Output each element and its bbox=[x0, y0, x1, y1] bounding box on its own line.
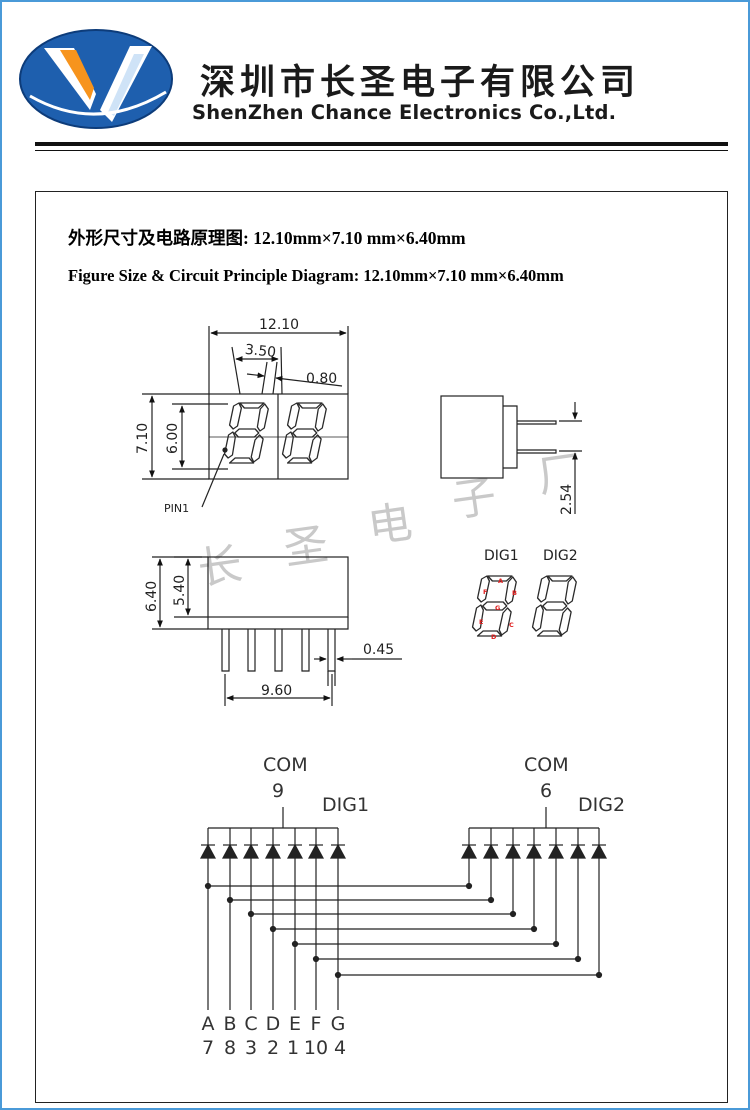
dig1-diodes bbox=[199, 828, 347, 1010]
watermark-char: 长 bbox=[195, 539, 246, 596]
segment-letter-f: F bbox=[483, 588, 487, 596]
company-name-en: ShenZhen Chance Electronics Co.,Ltd. bbox=[192, 101, 617, 124]
segment-letter-a: A bbox=[498, 577, 503, 585]
dim-pin-width: 0.45 bbox=[363, 642, 394, 658]
segment-pin-labels: A B C D E F G 7 8 3 2 1 10 4 bbox=[202, 1013, 347, 1059]
segment-label-g: G bbox=[331, 1013, 346, 1035]
dim-height: 7.10 bbox=[135, 423, 151, 454]
pin-number-b: 8 bbox=[224, 1037, 236, 1059]
pin-number-a: 7 bbox=[202, 1037, 214, 1059]
segment-label-b: B bbox=[223, 1013, 236, 1035]
pin1-label: PIN1 bbox=[164, 502, 189, 515]
pin-number-e: 1 bbox=[287, 1037, 299, 1059]
front-view bbox=[142, 326, 349, 508]
com1-label: COM bbox=[263, 754, 308, 776]
dig2-circuit-label: DIG2 bbox=[578, 794, 625, 816]
segment-letter-b: B bbox=[512, 589, 517, 597]
com1-pin: 9 bbox=[272, 780, 284, 802]
front-view-labels: 12.10 3.50 0.80 7.10 6.00 PIN1 bbox=[135, 317, 337, 515]
dim-digit-height: 6.00 bbox=[165, 423, 181, 454]
segment-label-a: A bbox=[202, 1013, 215, 1035]
watermark: 长 圣 电 子 厂 bbox=[195, 447, 586, 596]
dim-total-depth: 6.40 bbox=[144, 581, 160, 612]
dim-width: 12.10 bbox=[259, 317, 299, 333]
segment-label-e: E bbox=[289, 1013, 301, 1035]
watermark-char: 子 bbox=[449, 471, 500, 528]
header-rule-thin bbox=[35, 150, 728, 151]
dim-digit-pitch: 3.50 bbox=[244, 342, 277, 361]
dim-pin-pitch: 2.54 bbox=[559, 484, 575, 515]
segment-label-f: F bbox=[311, 1013, 322, 1035]
dig2-diodes bbox=[460, 828, 608, 975]
company-header: 深圳市长圣电子有限公司 ShenZhen Chance Electronics … bbox=[2, 2, 748, 152]
segment-letter-d: D bbox=[491, 633, 497, 641]
segment-letter-e: E bbox=[479, 618, 483, 626]
bottom-view bbox=[152, 556, 402, 706]
dim-segment-width: 0.80 bbox=[306, 371, 337, 387]
segment-letter-g: G bbox=[495, 604, 500, 612]
dig1-circuit-label: DIG1 bbox=[322, 794, 369, 816]
circuit-diagram bbox=[199, 807, 608, 1010]
segment-diagram: DIG1 DIG2 A B C D E F G bbox=[470, 548, 578, 641]
dim-body-depth: 5.40 bbox=[172, 575, 188, 606]
pin-number-g: 4 bbox=[334, 1037, 346, 1059]
title-en: Figure Size & Circuit Principle Diagram:… bbox=[68, 266, 564, 285]
com2-label: COM bbox=[524, 754, 569, 776]
company-name-cn: 深圳市长圣电子有限公司 bbox=[200, 63, 641, 103]
pin-number-d: 2 bbox=[267, 1037, 279, 1059]
drawing-frame: 外形尺寸及电路原理图: 12.10mm×7.10 mm×6.40mm Figur… bbox=[35, 191, 728, 1103]
com2-pin: 6 bbox=[540, 780, 552, 802]
watermark-char: 圣 bbox=[281, 519, 332, 576]
segment-label-d: D bbox=[266, 1013, 281, 1035]
circuit-labels: COM 9 DIG1 COM 6 DIG2 bbox=[263, 754, 625, 816]
watermark-char: 电 bbox=[365, 497, 416, 554]
segment-label-c: C bbox=[244, 1013, 257, 1035]
dim-pin-span: 9.60 bbox=[261, 683, 292, 699]
segment-letter-c: C bbox=[509, 621, 514, 629]
company-logo bbox=[19, 29, 173, 129]
segment-cross-links bbox=[204, 882, 603, 979]
pin-number-f: 10 bbox=[304, 1037, 328, 1059]
side-view bbox=[440, 395, 582, 514]
title-cn: 外形尺寸及电路原理图: 12.10mm×7.10 mm×6.40mm bbox=[68, 228, 466, 248]
dig2-label: DIG2 bbox=[543, 548, 578, 564]
bottom-view-labels: 6.40 5.40 0.45 9.60 bbox=[144, 575, 394, 699]
header-rule-thick bbox=[35, 142, 728, 146]
pin-number-c: 3 bbox=[245, 1037, 257, 1059]
dig1-label: DIG1 bbox=[484, 548, 519, 564]
